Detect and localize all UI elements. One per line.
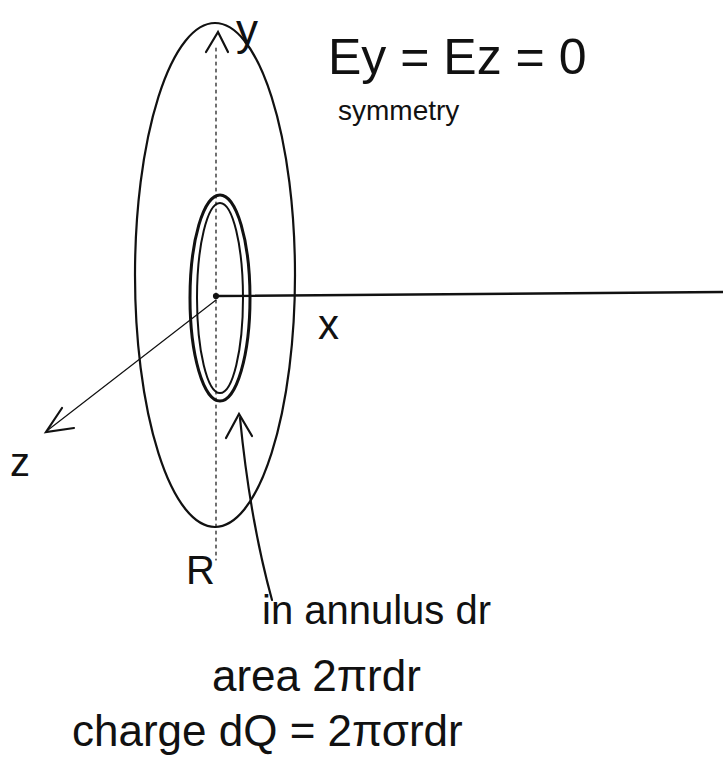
origin-dot — [214, 294, 218, 298]
disk-outline — [135, 23, 295, 527]
area-formula: area 2πrdr — [212, 652, 421, 700]
axis-label: x — [318, 302, 339, 348]
leader-line — [240, 418, 272, 600]
field-equation: Ey = Ez = 0 — [328, 30, 586, 85]
annulus-note: in annulus dr — [262, 588, 491, 632]
z-axis — [48, 300, 216, 430]
y-axis — [215, 48, 216, 560]
note-text: symmetry — [338, 96, 459, 127]
axis-label: y — [236, 6, 258, 54]
z-arrowhead — [46, 408, 74, 432]
radius-label: R — [186, 548, 215, 592]
x-axis — [216, 292, 723, 296]
y-arrowhead — [206, 32, 228, 52]
axis-label: z — [10, 440, 30, 484]
charge-formula: charge dQ = 2πσrdr — [72, 707, 463, 755]
leader-arrowhead — [226, 414, 252, 438]
annulus-outer — [190, 195, 250, 401]
annulus-inner — [197, 203, 243, 393]
